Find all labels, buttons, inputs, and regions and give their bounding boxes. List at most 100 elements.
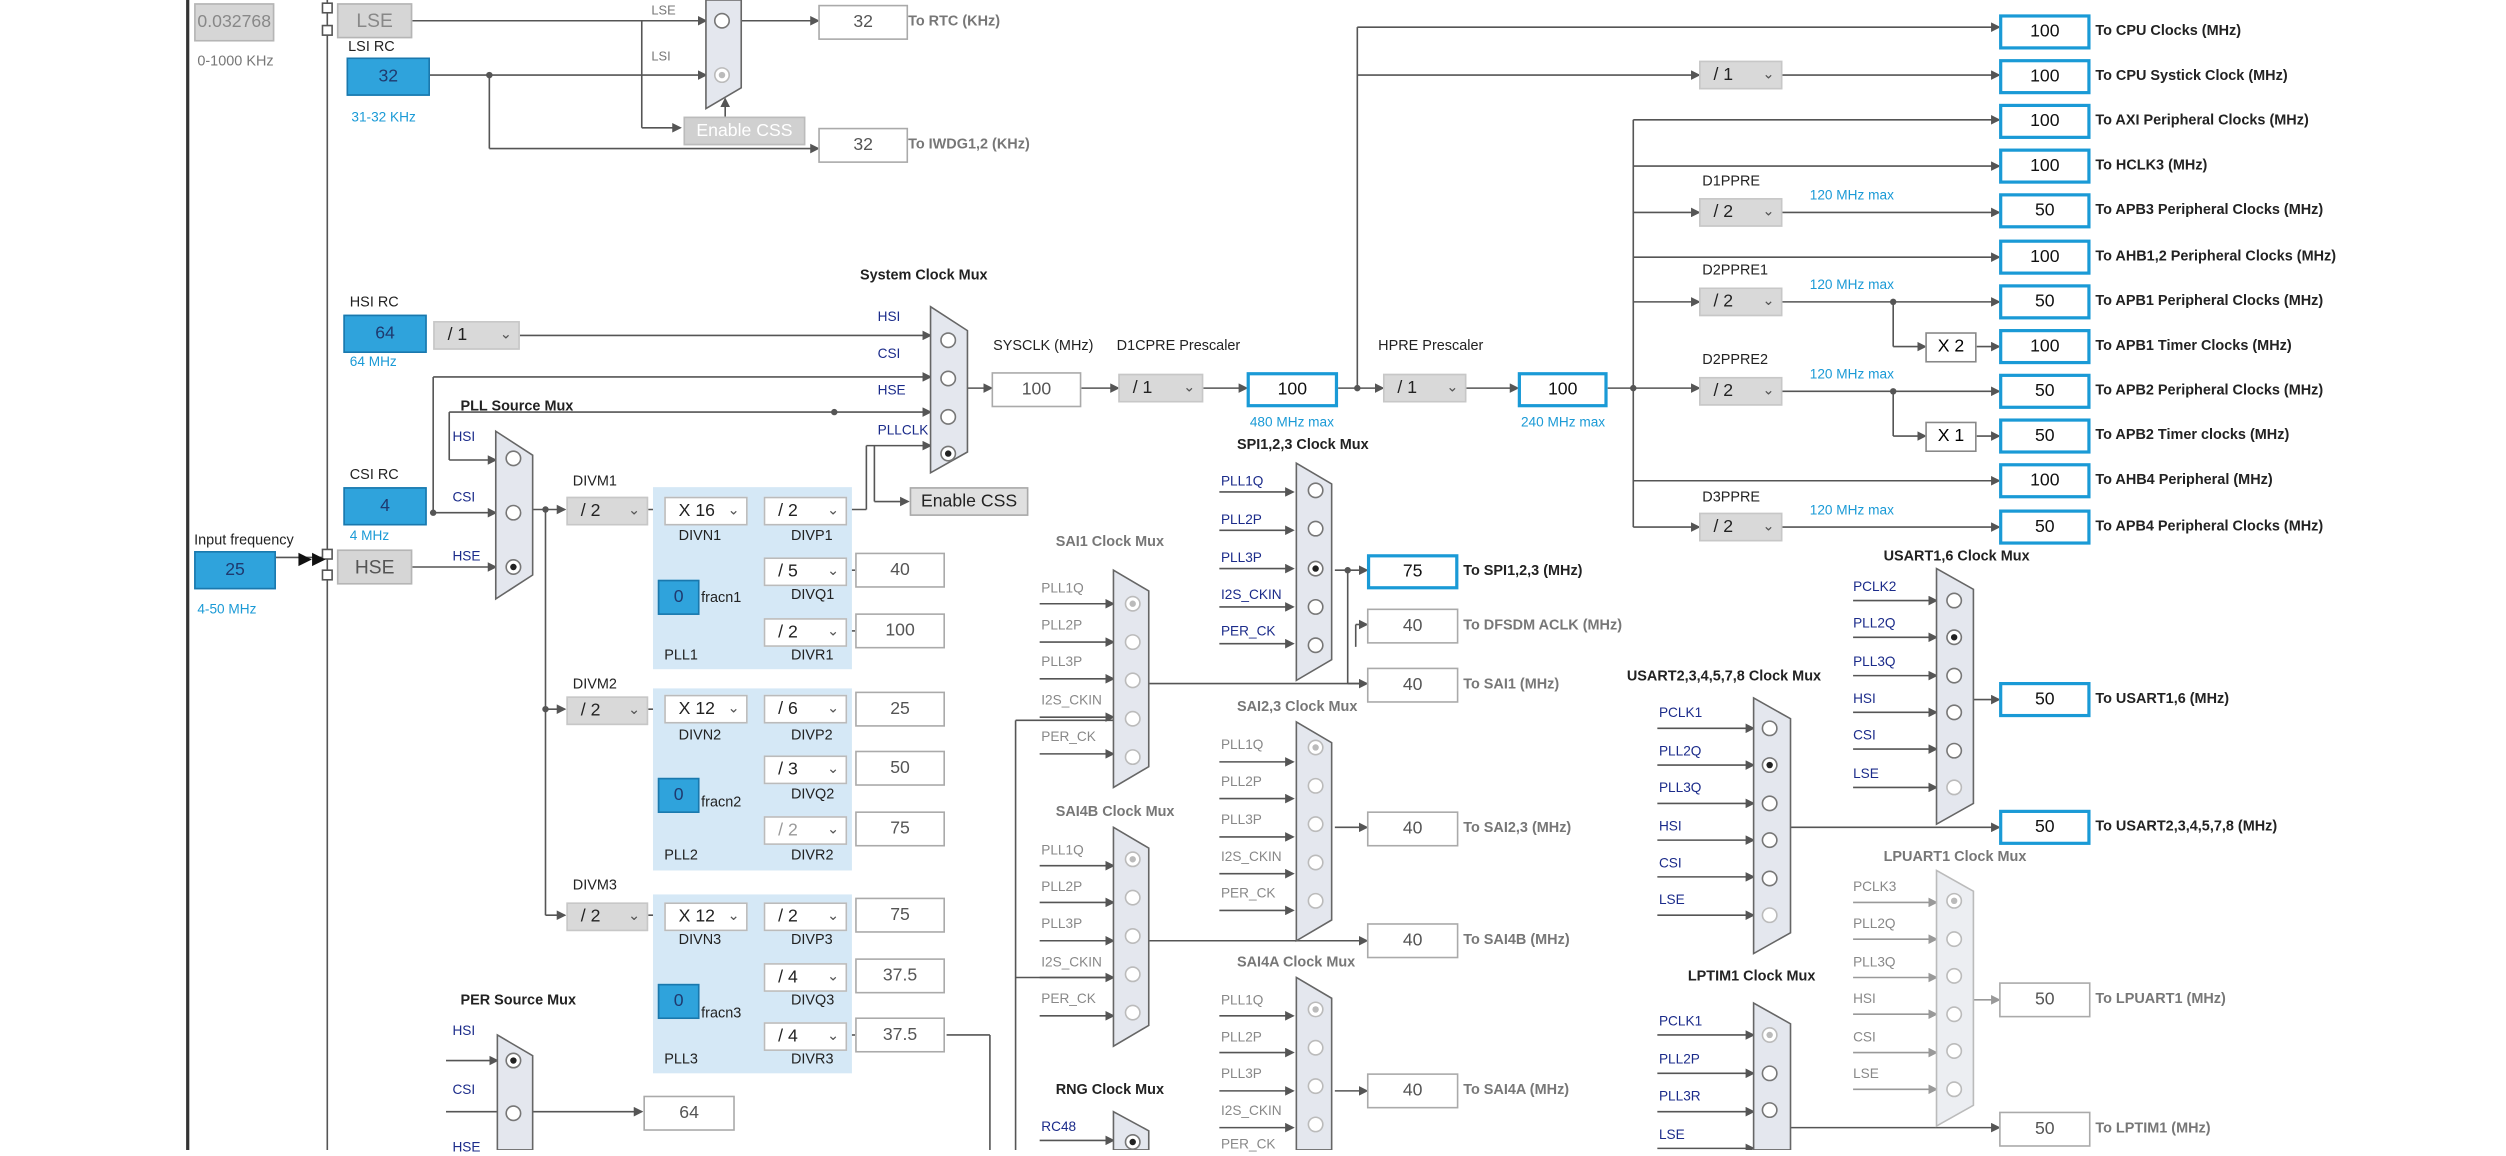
- divr2-select[interactable]: / 2⌄: [763, 816, 848, 845]
- divm2-select[interactable]: / 2⌄: [566, 696, 649, 726]
- output-value[interactable]: 50: [1999, 418, 2091, 454]
- output-value[interactable]: 50: [1999, 284, 2091, 320]
- spi123-value[interactable]: 75: [1366, 554, 1459, 590]
- divp3-select[interactable]: / 2⌄: [763, 902, 848, 932]
- usart2-8-radio[interactable]: [1761, 795, 1778, 812]
- pll3r-output[interactable]: 37.5: [855, 1017, 945, 1053]
- dfsdm-value[interactable]: 40: [1366, 608, 1459, 644]
- output-value[interactable]: 100: [1999, 329, 2091, 365]
- csi-rc-value[interactable]: 4: [343, 487, 427, 526]
- sai23-radio[interactable]: [1307, 854, 1324, 871]
- enable-css-lse-button[interactable]: Enable CSS: [683, 116, 806, 146]
- divn2-select[interactable]: X 12⌄: [664, 694, 748, 724]
- usart2-8-radio[interactable]: [1761, 720, 1778, 737]
- sai23-radio[interactable]: [1307, 777, 1324, 794]
- sysclk-hse-radio[interactable]: [940, 408, 957, 425]
- divm3-select[interactable]: / 2⌄: [566, 902, 649, 932]
- sai4a-radio[interactable]: [1307, 1001, 1324, 1018]
- pll1r-output[interactable]: 100: [855, 613, 945, 649]
- sai4a-radio[interactable]: [1307, 1078, 1324, 1095]
- lsi-rc-value[interactable]: 32: [346, 57, 430, 96]
- sai1-radio[interactable]: [1124, 634, 1141, 651]
- per-source-radio[interactable]: [505, 1052, 522, 1069]
- sai4b-radio[interactable]: [1124, 1004, 1141, 1021]
- d1cpre-select[interactable]: / 1⌄: [1118, 373, 1204, 403]
- pll-source-hse-radio[interactable]: [505, 559, 522, 575]
- output-value[interactable]: 50: [1999, 373, 2091, 409]
- spi123-radio[interactable]: [1307, 482, 1324, 499]
- systick-divider-select[interactable]: / 1⌄: [1699, 60, 1783, 90]
- lpuart1-radio[interactable]: [1946, 967, 1963, 984]
- hsi-rc-value[interactable]: 64: [343, 314, 427, 353]
- pll-source-hsi-radio[interactable]: [505, 450, 522, 467]
- sysclk-csi-radio[interactable]: [940, 370, 957, 387]
- d1ppre-select[interactable]: / 2⌄: [1699, 198, 1783, 227]
- pll3p-output[interactable]: 75: [855, 897, 945, 933]
- divq2-select[interactable]: / 3⌄: [763, 755, 848, 785]
- lpuart1-radio[interactable]: [1946, 892, 1963, 909]
- usart16-radio[interactable]: [1946, 704, 1963, 721]
- sai23-radio[interactable]: [1307, 739, 1324, 756]
- pll2q-output[interactable]: 50: [855, 750, 945, 786]
- sysclk-pllclk-radio[interactable]: [940, 445, 957, 462]
- spi123-radio[interactable]: [1307, 560, 1324, 577]
- sai4a-radio[interactable]: [1307, 1116, 1324, 1133]
- usart2-8-radio[interactable]: [1761, 907, 1778, 924]
- sai4b-radio[interactable]: [1124, 851, 1141, 868]
- iwdg-clock-value[interactable]: 32: [818, 127, 909, 163]
- lptim1-value[interactable]: 50: [1999, 1111, 2091, 1147]
- d3ppre-select[interactable]: / 2⌄: [1699, 512, 1783, 542]
- output-value[interactable]: 100: [1999, 148, 2091, 184]
- d2ppre1-select[interactable]: / 2⌄: [1699, 287, 1783, 317]
- rng-radio[interactable]: [1124, 1134, 1141, 1150]
- sai1-radio[interactable]: [1124, 595, 1141, 612]
- usart2-8-radio[interactable]: [1761, 870, 1778, 887]
- divm1-select[interactable]: / 2⌄: [566, 496, 649, 526]
- lptim1-radio[interactable]: [1761, 1102, 1778, 1119]
- hsi-divider-select[interactable]: / 1⌄: [433, 321, 520, 350]
- divp2-select[interactable]: / 6⌄: [763, 694, 848, 724]
- usart16-radio[interactable]: [1946, 667, 1963, 684]
- usart2-8-radio[interactable]: [1761, 757, 1778, 774]
- rtc-mux-lse-radio[interactable]: [713, 12, 731, 29]
- sai23-value[interactable]: 40: [1366, 811, 1459, 847]
- sai4b-value[interactable]: 40: [1366, 923, 1459, 959]
- output-value[interactable]: 50: [1999, 193, 2091, 229]
- sai1-radio[interactable]: [1124, 672, 1141, 689]
- fracn2-input[interactable]: 0: [657, 777, 700, 813]
- output-value[interactable]: 100: [1999, 14, 2091, 50]
- lpuart1-radio[interactable]: [1946, 1042, 1963, 1059]
- divn1-select[interactable]: X 16⌄: [664, 496, 748, 526]
- lse-oscillator[interactable]: LSE: [336, 3, 413, 39]
- divp1-select[interactable]: / 2⌄: [763, 496, 848, 526]
- per-ck-value[interactable]: 64: [643, 1095, 735, 1131]
- divq3-select[interactable]: / 4⌄: [763, 963, 848, 992]
- spi123-radio[interactable]: [1307, 598, 1324, 615]
- usart16-radio[interactable]: [1946, 629, 1963, 646]
- hpre-select[interactable]: / 1⌄: [1382, 373, 1467, 403]
- fracn1-input[interactable]: 0: [657, 579, 700, 615]
- hse-oscillator[interactable]: HSE: [336, 549, 413, 585]
- spi123-radio[interactable]: [1307, 520, 1324, 537]
- divq1-select[interactable]: / 5⌄: [763, 557, 848, 587]
- lpuart1-radio[interactable]: [1946, 931, 1963, 948]
- sai4b-radio[interactable]: [1124, 966, 1141, 983]
- lptim1-radio[interactable]: [1761, 1065, 1778, 1082]
- pll2p-output[interactable]: 25: [855, 691, 945, 727]
- usart16-radio[interactable]: [1946, 779, 1963, 796]
- sai4b-radio[interactable]: [1124, 927, 1141, 944]
- divr3-select[interactable]: / 4⌄: [763, 1022, 848, 1051]
- output-value[interactable]: 100: [1999, 103, 2091, 139]
- pll1q-output[interactable]: 40: [855, 552, 945, 588]
- sai23-radio[interactable]: [1307, 892, 1324, 909]
- sysclk-hsi-radio[interactable]: [940, 332, 957, 349]
- sai23-radio[interactable]: [1307, 816, 1324, 833]
- divn3-select[interactable]: X 12⌄: [664, 902, 748, 932]
- sai4a-radio[interactable]: [1307, 1039, 1324, 1056]
- spi123-radio[interactable]: [1307, 637, 1324, 654]
- fracn3-input[interactable]: 0: [657, 983, 700, 1020]
- usart2-8-value[interactable]: 50: [1999, 809, 2091, 845]
- output-value[interactable]: 50: [1999, 509, 2091, 545]
- per-source-radio[interactable]: [505, 1105, 522, 1122]
- lpuart1-radio[interactable]: [1946, 1006, 1963, 1023]
